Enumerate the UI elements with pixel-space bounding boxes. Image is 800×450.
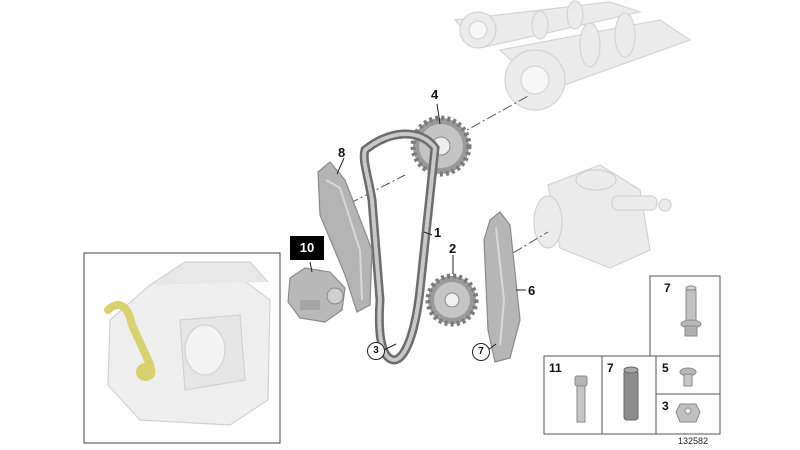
- nut-3-drawing: [675, 403, 701, 423]
- callout-7-circled: 7: [472, 343, 490, 361]
- grid-label-sleeve-7: 7: [607, 361, 614, 375]
- chain-tensioner-10: [287, 267, 346, 323]
- bolt-11-drawing: [574, 375, 588, 423]
- image-id: 132582: [678, 436, 709, 446]
- engine-ghost: [107, 261, 271, 426]
- sprocket-2: [425, 273, 479, 327]
- engine-timing-highlight: [104, 301, 156, 381]
- callout-4: 4: [431, 87, 439, 102]
- pump-ghost: [533, 164, 672, 269]
- leader-lines: [309, 103, 526, 351]
- timing-chain-1: [359, 129, 440, 365]
- sleeve-7-drawing: [623, 366, 639, 421]
- bolt-7-drawing: [680, 285, 702, 337]
- grid-label-bolt-11: 11: [549, 361, 562, 375]
- screw-5-drawing: [679, 367, 697, 387]
- sprocket-4: [410, 115, 472, 177]
- parts-grid: [543, 275, 721, 435]
- tensioner-rail-8: [317, 161, 373, 313]
- callout-10: 10: [290, 236, 324, 260]
- callout-8: 8: [338, 145, 346, 160]
- camshafts-ghost: [453, 0, 692, 111]
- guide-rail-6: [483, 211, 521, 363]
- callout-1: 1: [434, 225, 442, 240]
- callout-2: 2: [449, 241, 457, 256]
- grid-label-bolt-7: 7: [664, 281, 671, 295]
- grid-label-nut-3: 3: [662, 399, 669, 413]
- grid-label-screw-5: 5: [662, 361, 669, 375]
- callout-6: 6: [528, 283, 536, 298]
- callout-3-circled: 3: [367, 342, 385, 360]
